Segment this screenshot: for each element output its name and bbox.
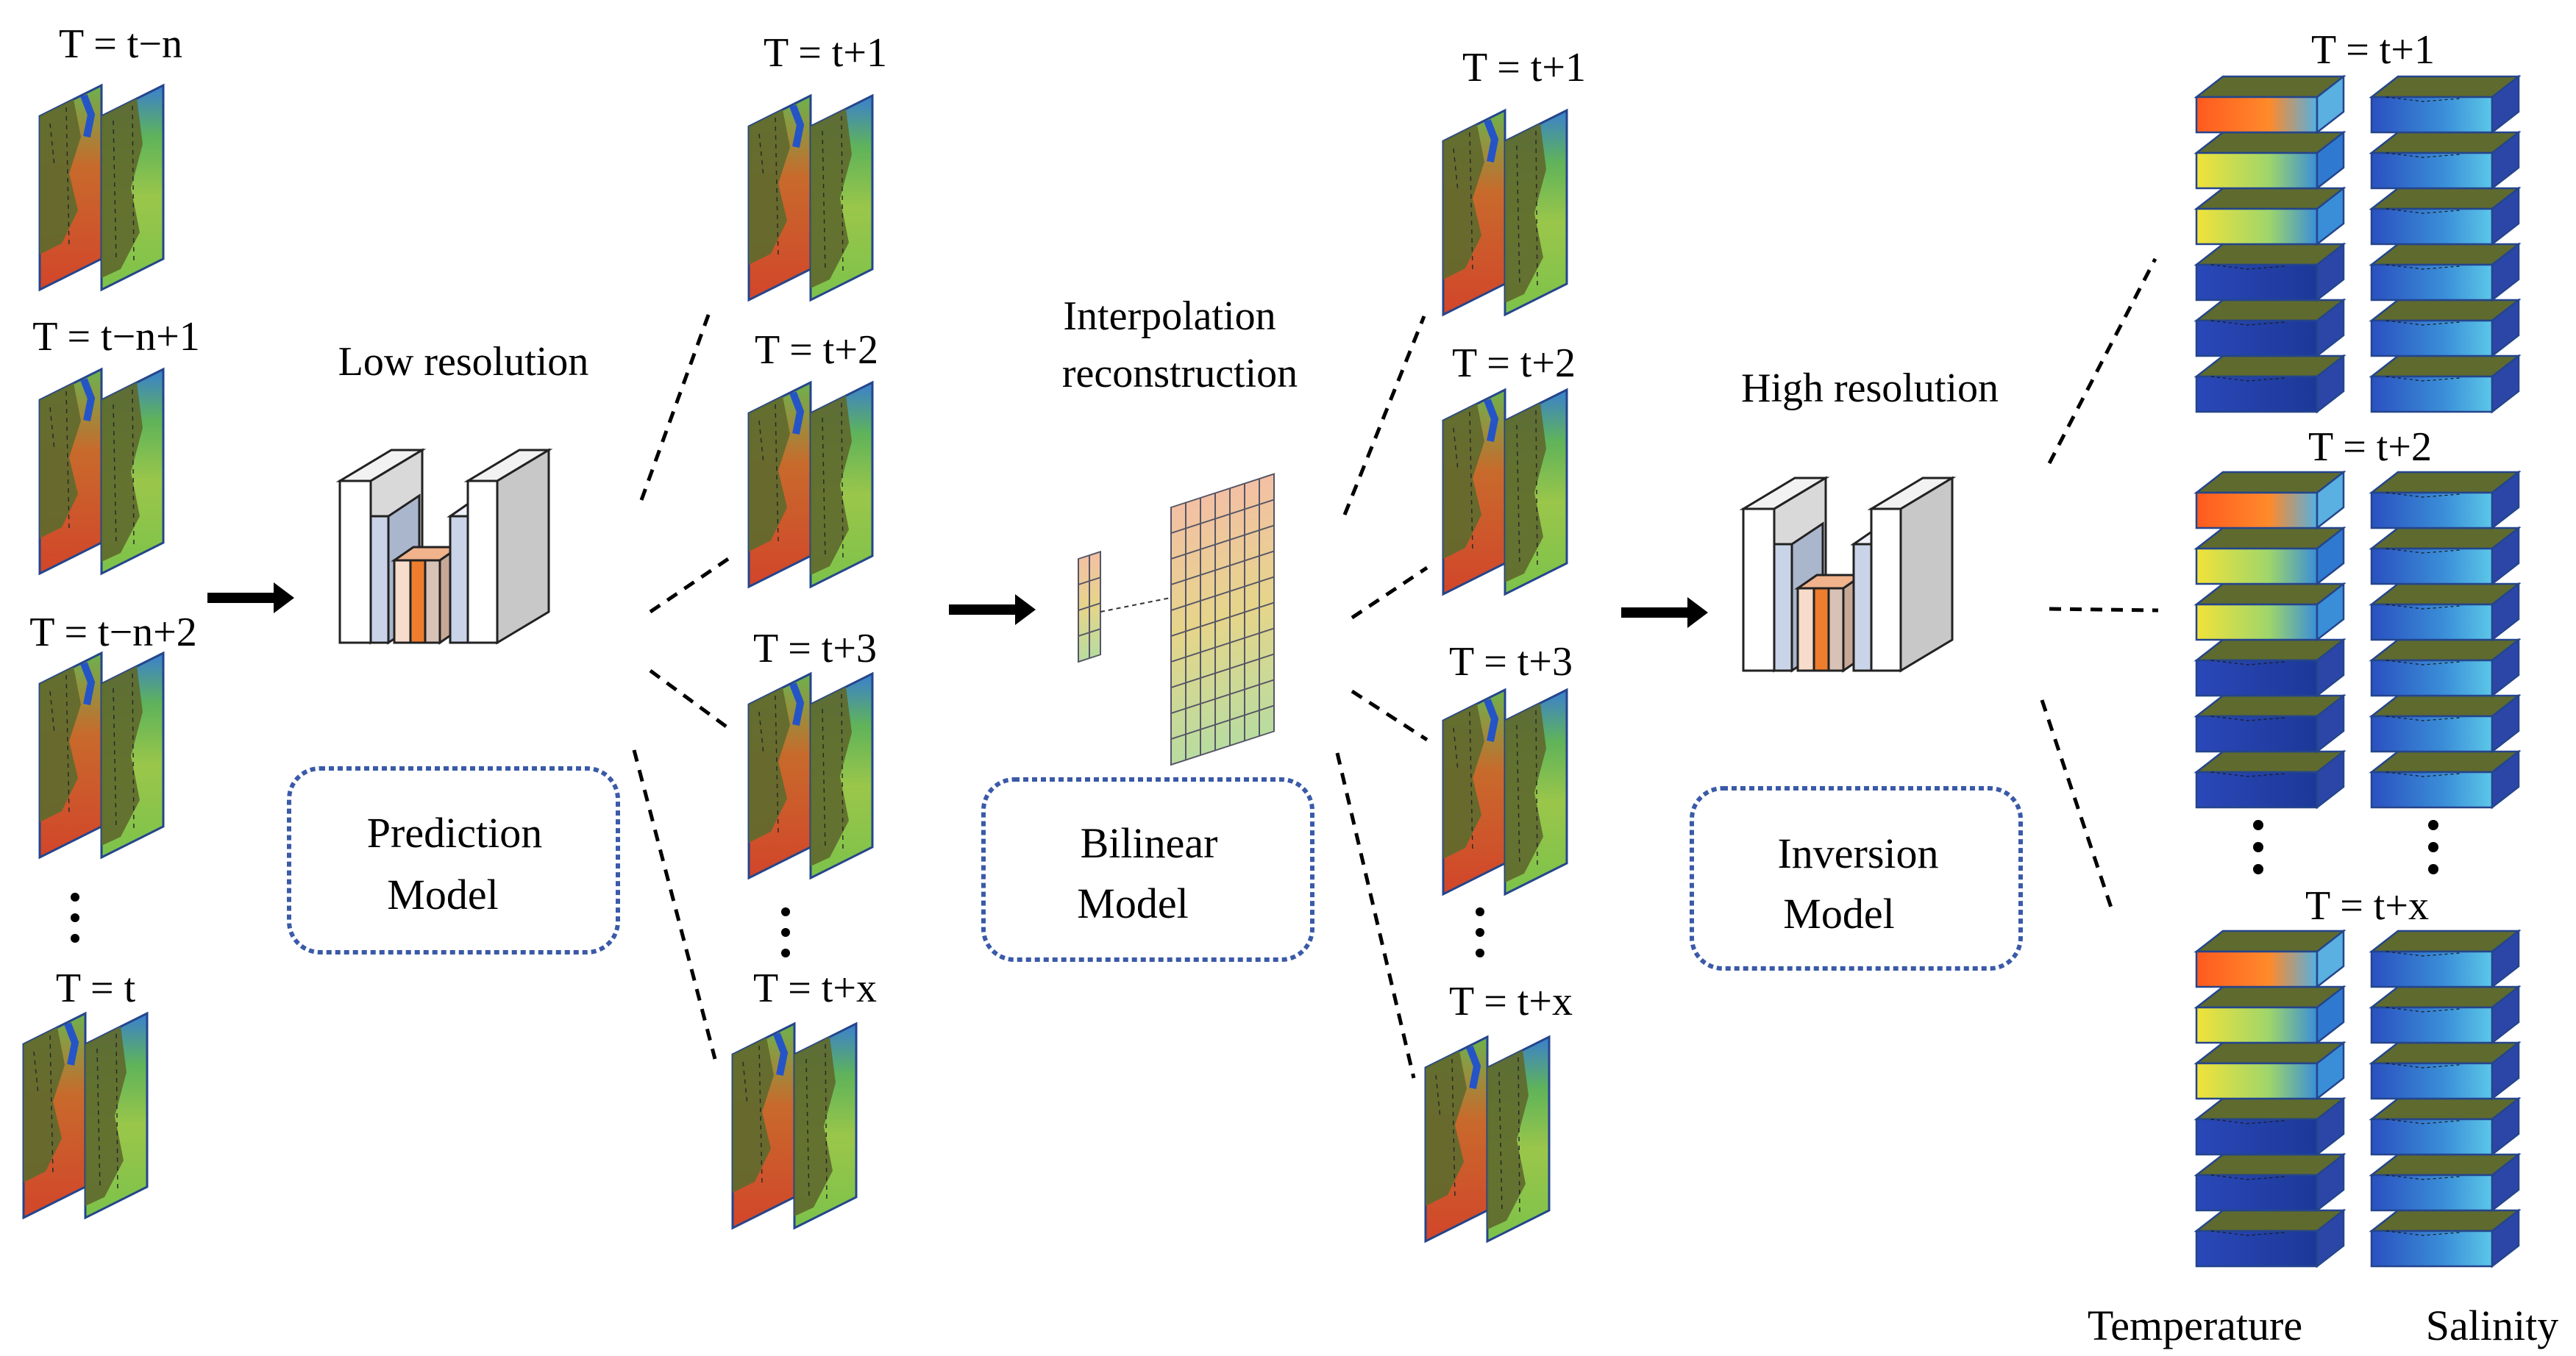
prediction-model-label: Prediction [367, 809, 542, 857]
interpolated-time-label: T = t+3 [1449, 639, 1573, 685]
inversion-fanout-lines [2040, 257, 2159, 913]
input-sequence [24, 85, 163, 1218]
arrow-to-prediction [207, 582, 294, 613]
output-time-label: T = t+1 [2311, 27, 2435, 73]
interpolation-header: Interpolation [1063, 293, 1275, 339]
output-temperature-stacks [2196, 76, 2344, 1266]
interpolated-time-label: T = t+x [1449, 979, 1573, 1024]
bilinear-grid-icon [1078, 473, 1275, 766]
input-time-label: T = t−n+1 [32, 314, 200, 360]
interpolation-header: reconstruction [1062, 351, 1298, 396]
predicted-time-label: T = t+x [753, 966, 877, 1011]
temperature-label: Temperature [2088, 1302, 2302, 1349]
inversion-stage-header: High resolution [1741, 365, 1999, 411]
prediction-fanout-lines [632, 308, 730, 1060]
input-time-label: T = t−n [59, 21, 182, 67]
output-time-label: T = t+2 [2308, 424, 2432, 470]
interpolated-sequence [1426, 110, 1567, 1241]
bilinear-model-label: Bilinear [1081, 819, 1218, 867]
arrow-to-interpolation [949, 594, 1036, 625]
predicted-time-label: T = t+1 [764, 30, 887, 76]
output-salinity-stacks [2372, 76, 2519, 1266]
prediction-network-icon [338, 449, 550, 644]
predicted-time-label: T = t+3 [753, 626, 877, 671]
prediction-model-box: Prediction Model [287, 766, 620, 954]
salinity-label: Salinity [2426, 1302, 2558, 1349]
inversion-network-icon [1742, 477, 1954, 672]
prediction-stage-header: Low resolution [338, 339, 589, 385]
inversion-model-label: Inversion [1777, 829, 1938, 877]
arrow-to-inversion [1621, 597, 1708, 628]
bilinear-model-box: Bilinear Model [981, 777, 1314, 962]
input-time-label: T = t [56, 966, 136, 1011]
bilinear-model-label: Model [1077, 879, 1188, 927]
inversion-model-box: Inversion Model [1690, 786, 2023, 971]
predicted-sequence [733, 96, 872, 1228]
input-time-label: T = t−n+2 [29, 610, 197, 655]
prediction-model-label: Model [387, 871, 498, 918]
interpolation-fanout-lines [1335, 315, 1428, 1079]
output-time-label: T = t+x [2305, 883, 2429, 929]
interpolated-time-label: T = t+2 [1452, 340, 1576, 386]
predicted-time-label: T = t+2 [755, 327, 878, 373]
inversion-model-label: Model [1783, 890, 1894, 938]
interpolated-time-label: T = t+1 [1462, 45, 1586, 90]
